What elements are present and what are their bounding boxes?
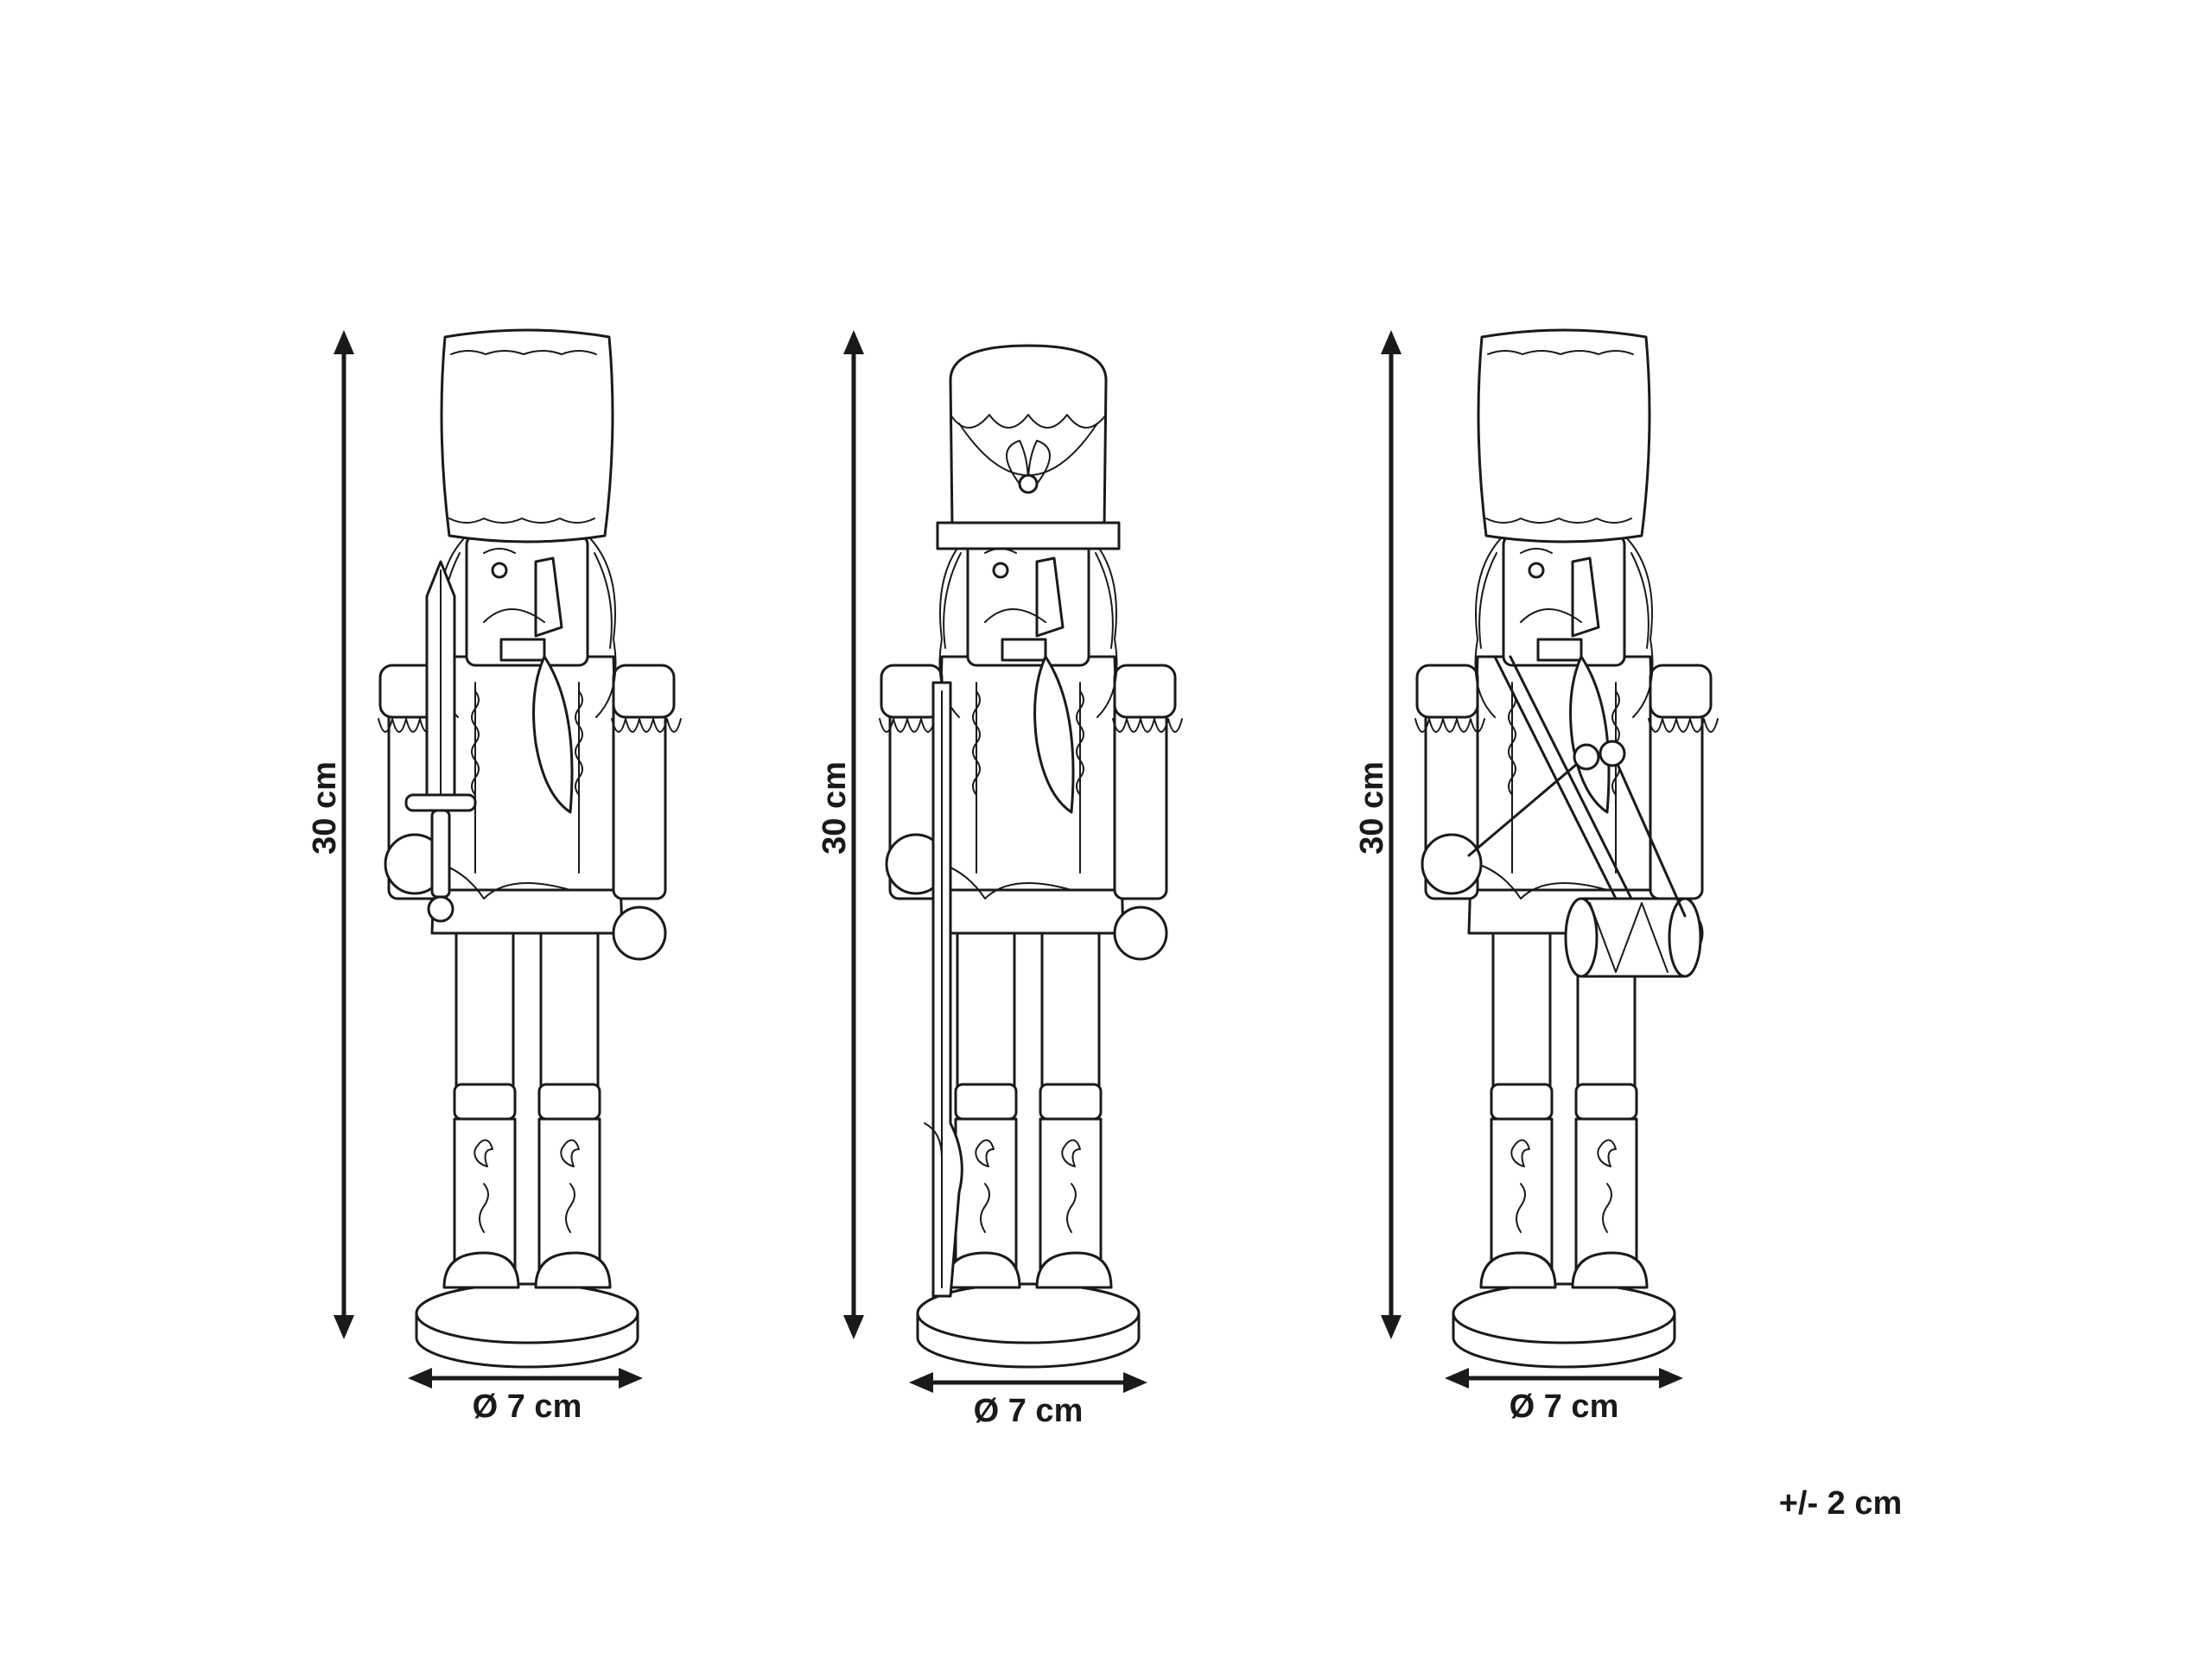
- height-dimension-3: 30 cm: [1354, 330, 1402, 1339]
- tolerance-note: +/- 2 cm: [1779, 1485, 1903, 1522]
- diameter-dimension-3: Ø 7 cm: [1445, 1368, 1683, 1425]
- height-label-3: 30 cm: [1354, 761, 1390, 855]
- height-label-2: 30 cm: [817, 761, 853, 855]
- height-dimension-1: 30 cm: [307, 330, 354, 1339]
- diameter-dimension-2: Ø 7 cm: [909, 1372, 1147, 1429]
- height-label-1: 30 cm: [307, 761, 343, 855]
- height-dimension-2: 30 cm: [817, 330, 864, 1339]
- diameter-label-3: Ø 7 cm: [1510, 1389, 1619, 1425]
- nutcracker-rifle-figure: [878, 344, 1184, 1369]
- nutcracker-drum-figure: [1414, 328, 1719, 1369]
- diameter-label-1: Ø 7 cm: [473, 1389, 582, 1425]
- nutcracker-sword-figure: [377, 328, 683, 1369]
- diameter-dimension-1: Ø 7 cm: [408, 1368, 643, 1425]
- diameter-label-2: Ø 7 cm: [974, 1393, 1084, 1429]
